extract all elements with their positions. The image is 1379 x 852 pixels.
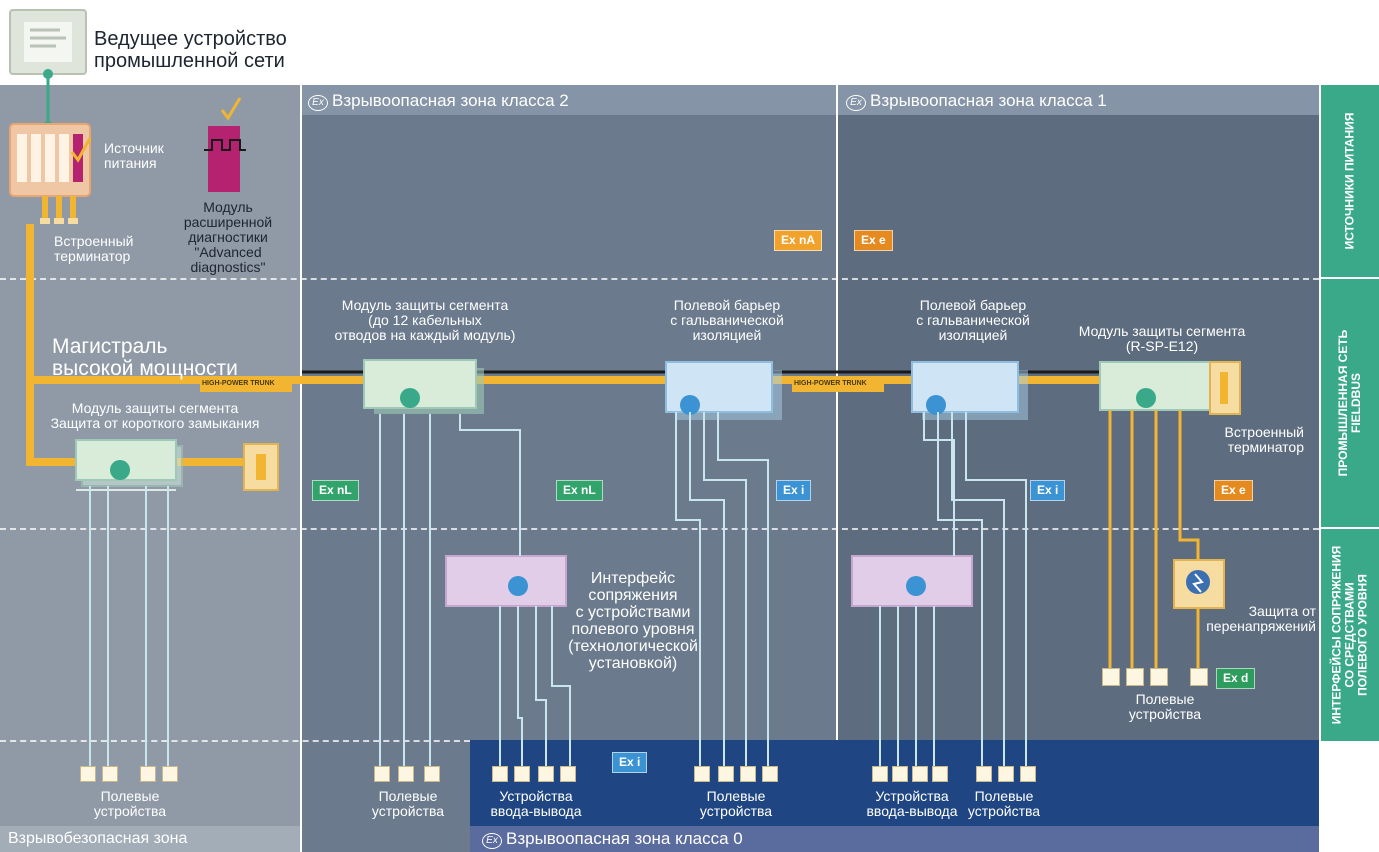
divider-fieldbus bbox=[0, 528, 1319, 530]
field-device bbox=[740, 766, 756, 782]
field-device bbox=[538, 766, 554, 782]
badge-ex-e: Ex e bbox=[1214, 480, 1253, 501]
segment-protection-rsp-icon bbox=[1099, 361, 1211, 411]
field-device bbox=[102, 766, 118, 782]
field-device bbox=[560, 766, 576, 782]
field-device bbox=[140, 766, 156, 782]
badge-ex-i: Ex i bbox=[612, 752, 648, 773]
trunk-title: Магистраль высокой мощности bbox=[52, 335, 238, 380]
field-device bbox=[492, 766, 508, 782]
power-source-icon bbox=[9, 123, 92, 224]
badge-ex-d: Ex d bbox=[1216, 668, 1256, 689]
ex-hazard-icon: Ex bbox=[308, 95, 328, 111]
divider-field bbox=[0, 740, 470, 742]
field-device bbox=[1102, 668, 1120, 686]
io-devices-label: Устройства ввода-вывода bbox=[490, 788, 582, 819]
field-devices-label: Полевые устройства bbox=[93, 788, 167, 819]
io-devices-label: Устройства ввода-вывода bbox=[866, 788, 958, 819]
safe-footer bbox=[0, 826, 300, 852]
field-device bbox=[80, 766, 96, 782]
barrier-2-label: Полевой барьер с гальванической изоляцие… bbox=[916, 297, 1030, 343]
surge-protection-label: Защита от перенапряжений bbox=[1206, 603, 1316, 634]
terminator-icon bbox=[243, 443, 279, 491]
badge-ex-i: Ex i bbox=[776, 480, 812, 501]
diagnostics-module-label: Модуль расширенной диагностики "Advanced… bbox=[183, 199, 273, 275]
field-devices-label: Полевые устройства bbox=[1128, 691, 1202, 722]
side-bar-fieldbus: ПРОМЫШЛЕННАЯ СЕТЬ FIELDBUS bbox=[1321, 279, 1379, 527]
badge-ex-i: Ex i bbox=[1030, 480, 1066, 501]
spur-lines bbox=[89, 412, 1027, 768]
badge-ex-na: Ex nA bbox=[774, 230, 823, 251]
zone1-area bbox=[838, 85, 1319, 852]
spur-lines-zone1 bbox=[1108, 410, 1200, 670]
field-device bbox=[998, 766, 1014, 782]
field-devices-label: Полевые устройства bbox=[967, 788, 1041, 819]
host-device-icon bbox=[9, 9, 87, 75]
field-devices-label: Полевые устройства bbox=[371, 788, 445, 819]
field-device bbox=[1020, 766, 1036, 782]
field-device bbox=[976, 766, 992, 782]
builtin-terminator-2-label: Встроенный терминатор bbox=[1224, 424, 1304, 455]
host-link-node bbox=[43, 69, 53, 79]
surge-protection-icon bbox=[1173, 559, 1225, 609]
trunk-tag: HIGH-POWER TRUNK bbox=[202, 380, 275, 387]
field-device bbox=[1126, 668, 1144, 686]
field-interface-label: Интерфейс сопряжения с устройствами поле… bbox=[568, 570, 698, 672]
zone2-header-band bbox=[302, 85, 836, 115]
field-device bbox=[1150, 668, 1168, 686]
power-source-label: Источник питания bbox=[104, 140, 164, 171]
barrier-1-icon bbox=[665, 361, 782, 420]
field-device bbox=[694, 766, 710, 782]
field-device bbox=[872, 766, 888, 782]
zone0-footer bbox=[470, 826, 1319, 852]
field-interface-2-icon bbox=[851, 555, 973, 607]
side-bar-power-sources: ИСТОЧНИКИ ПИТАНИЯ bbox=[1321, 85, 1379, 277]
diagnostics-module-icon bbox=[204, 97, 246, 192]
field-devices-label: Полевые устройства bbox=[699, 788, 773, 819]
ex-hazard-icon: Ex bbox=[846, 95, 866, 111]
trunk-tag: HIGH-POWER TRUNK bbox=[794, 380, 867, 387]
barrier-2-icon bbox=[911, 361, 1028, 420]
zone1-header-band bbox=[838, 85, 1319, 115]
segment-protection-rsp-label: Модуль защиты сегмента (R-SP-E12) bbox=[1078, 323, 1246, 354]
builtin-terminator-label: Встроенный терминатор bbox=[54, 233, 134, 264]
field-device bbox=[162, 766, 178, 782]
segment-protection-short-label: Модуль защиты сегмента Защита от коротко… bbox=[50, 400, 260, 431]
safe-zone-title: Взрывобезопасная зона bbox=[8, 830, 188, 847]
field-device bbox=[892, 766, 908, 782]
terminator-2-icon bbox=[1209, 361, 1241, 415]
field-device bbox=[424, 766, 440, 782]
segment-protection-12-label: Модуль защиты сегмента (до 12 кабельных … bbox=[334, 297, 516, 343]
side-bar-field-interfaces: ИНТЕРФЕЙСЫ СОПРЯЖЕНИЯ СО СРЕДСТВАМИ ПОЛЕ… bbox=[1321, 529, 1379, 741]
field-device bbox=[1190, 668, 1208, 686]
field-device bbox=[718, 766, 734, 782]
host-device-label: Ведущее устройство промышленной сети bbox=[94, 28, 287, 72]
field-device bbox=[374, 766, 390, 782]
field-device bbox=[912, 766, 928, 782]
badge-ex-nl: Ex nL bbox=[312, 480, 359, 501]
segment-protection-short-icon bbox=[75, 439, 183, 491]
field-device bbox=[932, 766, 948, 782]
badge-ex-e: Ex e bbox=[854, 230, 893, 251]
field-device bbox=[514, 766, 530, 782]
field-device bbox=[762, 766, 778, 782]
badge-ex-nl: Ex nL bbox=[556, 480, 603, 501]
divider-power bbox=[0, 278, 1319, 280]
barrier-1-label: Полевой барьер с гальванической изоляцие… bbox=[670, 297, 784, 343]
field-device bbox=[398, 766, 414, 782]
segment-protection-12-icon bbox=[363, 359, 484, 414]
field-interface-1-icon bbox=[445, 555, 567, 607]
ex-hazard-icon: Ex bbox=[482, 833, 502, 849]
